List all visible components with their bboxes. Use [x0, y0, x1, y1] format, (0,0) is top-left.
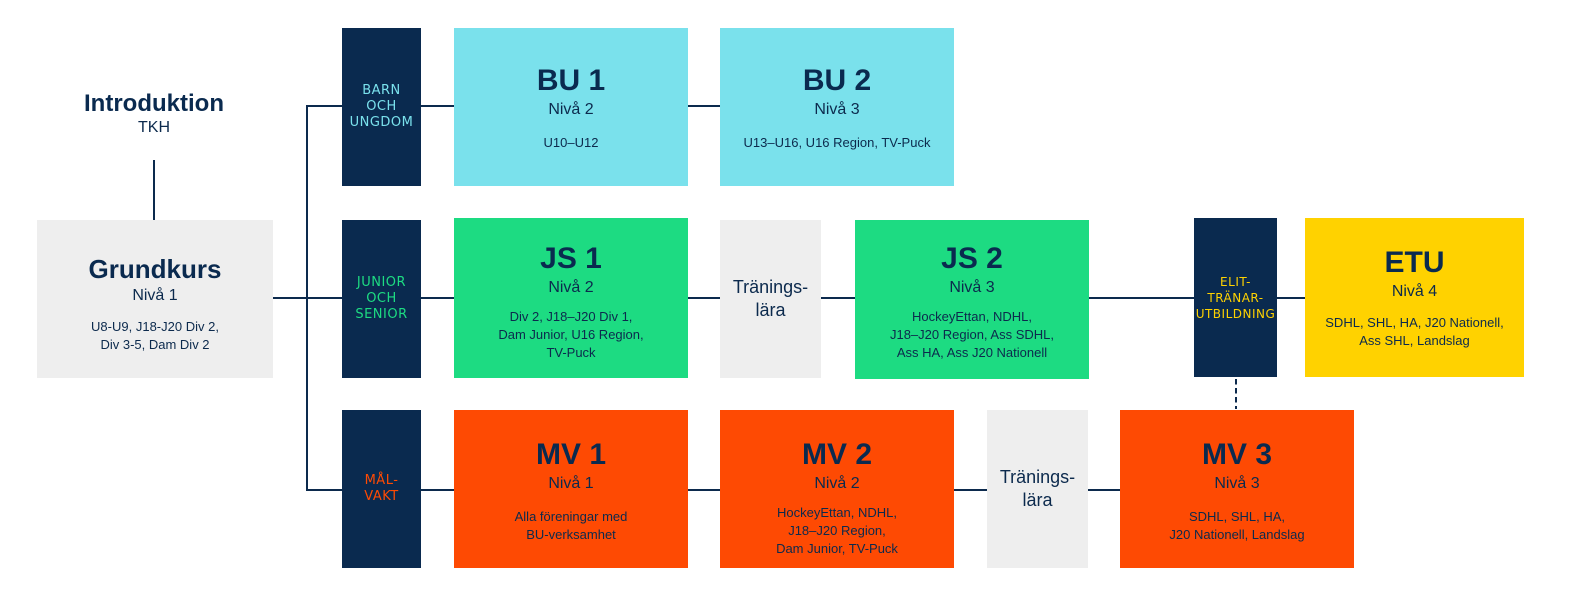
grundkurs-title: Grundkurs [88, 254, 222, 284]
course-js1-title: JS 1 [540, 242, 602, 275]
course-etu-groups: SDHL, SHL, HA, J20 Nationell, Ass SHL, L… [1325, 315, 1504, 348]
course-mv3: MV 3 Nivå 3 SDHL, SHL, HA, J20 Nationell… [1120, 410, 1354, 568]
grundkurs-box: Grundkurs Nivå 1 U8-U9, J18-J20 Div 2, D… [37, 220, 273, 378]
course-mv1-title: MV 1 [535, 438, 607, 471]
course-bu2-groups: U13–U16, U16 Region, TV-Puck [743, 135, 931, 150]
course-etu-title: ETU [1384, 246, 1445, 279]
connector-elit-mv3-dashed [1235, 379, 1237, 409]
course-js2: JS 2 Nivå 3 HockeyEttan, NDHL, J18–J20 R… [855, 220, 1089, 379]
connector-js1-traningslara [687, 297, 720, 299]
course-js2-title: JS 2 [941, 242, 1003, 275]
grundkurs-level: Nivå 1 [132, 287, 178, 304]
connector-trunk-junior [306, 297, 342, 299]
course-js2-level: Nivå 3 [949, 279, 995, 296]
course-bu2-level: Nivå 3 [814, 101, 860, 118]
track-label-elit: ELIT- TRÄNAR- UTBILDNING [1194, 218, 1277, 377]
connector-mv1-mv2 [687, 489, 720, 491]
course-etu-level: Nivå 4 [1391, 283, 1438, 300]
track-label-junior: JUNIOR OCH SENIOR [342, 220, 421, 378]
connector-grundkurs-trunk [273, 297, 307, 299]
course-mv2-groups: HockeyEttan, NDHL, J18–J20 Region, Dam J… [776, 505, 898, 556]
intro-subtitle: TKH [138, 119, 170, 136]
course-js1-groups: Div 2, J18–J20 Div 1, Dam Junior, U16 Re… [498, 309, 644, 360]
intro-title: Introduktion [84, 90, 224, 117]
connector-barn-bu1 [421, 105, 454, 107]
grundkurs-groups: U8-U9, J18-J20 Div 2, Div 3-5, Dam Div 2 [91, 319, 219, 352]
course-js1-level: Nivå 2 [548, 279, 594, 296]
track-label-malvakt: MÅL- VAKT [342, 410, 421, 568]
connector-traningslara-mv3 [1087, 489, 1120, 491]
connector-intro-grundkurs [153, 160, 155, 220]
connector-malvakt-mv1 [421, 489, 454, 491]
course-js1: JS 1 Nivå 2 Div 2, J18–J20 Div 1, Dam Ju… [454, 218, 688, 378]
connector-bu1-bu2 [687, 105, 720, 107]
course-mv3-groups: SDHL, SHL, HA, J20 Nationell, Landslag [1169, 509, 1305, 542]
course-bu1-level: Nivå 2 [548, 101, 594, 118]
course-mv2: MV 2 Nivå 2 HockeyEttan, NDHL, J18–J20 R… [720, 410, 954, 568]
intro-block: Introduktion TKH [40, 90, 268, 138]
course-bu2: BU 2 Nivå 3 U13–U16, U16 Region, TV-Puck [720, 28, 954, 186]
connector-js2-elit [1088, 297, 1194, 299]
course-bu1-groups: U10–U12 [543, 135, 599, 150]
connector-elit-etu [1276, 297, 1305, 299]
course-mv2-title: MV 2 [801, 438, 873, 471]
traningslara-junior: Tränings- lära [720, 220, 821, 378]
course-bu2-title: BU 2 [802, 64, 872, 97]
course-bu1: BU 1 Nivå 2 U10–U12 [454, 28, 688, 186]
course-js2-groups: HockeyEttan, NDHL, J18–J20 Region, Ass S… [889, 309, 1055, 360]
course-mv3-title: MV 3 [1201, 438, 1273, 471]
connector-junior-js1 [421, 297, 454, 299]
course-mv1-level: Nivå 1 [548, 475, 594, 492]
course-mv1: MV 1 Nivå 1 Alla föreningar med BU-verks… [454, 410, 688, 568]
connector-mv2-traningslara [953, 489, 987, 491]
traningslara-malvakt: Tränings- lära [987, 410, 1088, 568]
track-label-barn: BARN OCH UNGDOM [342, 28, 421, 186]
connector-trunk-malvakt [306, 489, 342, 491]
course-mv2-level: Nivå 2 [814, 475, 860, 492]
course-mv3-level: Nivå 3 [1214, 475, 1260, 492]
course-mv1-groups: Alla föreningar med BU-verksamhet [514, 509, 628, 542]
connector-traningslara-js2 [820, 297, 855, 299]
course-etu: ETU Nivå 4 SDHL, SHL, HA, J20 Nationell,… [1305, 218, 1524, 377]
course-bu1-title: BU 1 [536, 64, 606, 97]
connector-trunk-barn [306, 105, 342, 107]
